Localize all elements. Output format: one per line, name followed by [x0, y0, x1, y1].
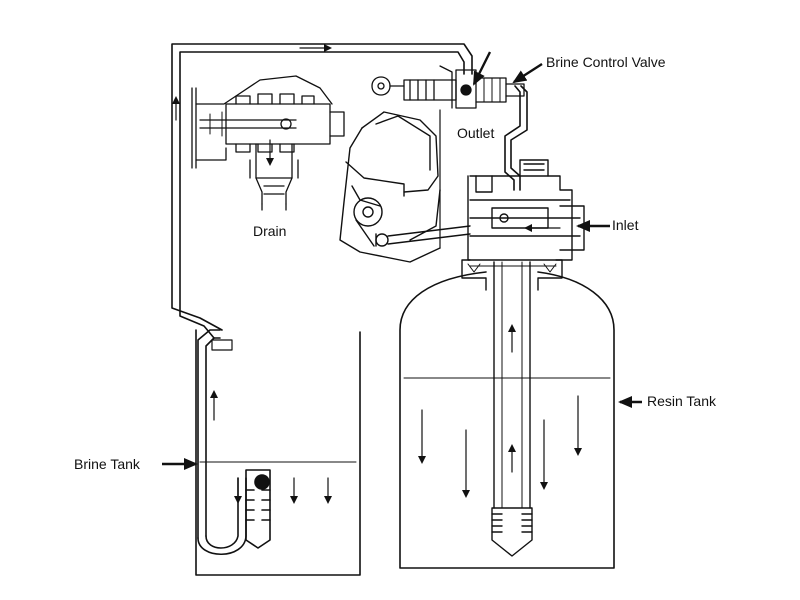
callout-arrows: [162, 51, 642, 470]
inlet-label: Inlet: [612, 217, 639, 233]
resin-tank: [399, 271, 615, 569]
brine-control-valve-label: Brine Control Valve: [546, 54, 666, 70]
drain-label: Drain: [253, 223, 287, 239]
brine-control-valve-pointer-arrow: [472, 51, 492, 86]
brine-control-valve-pointer-arrow-2: [512, 62, 543, 84]
brine-tank-label: Brine Tank: [74, 456, 140, 472]
brine-line-tube: [171, 43, 528, 556]
brine-control-valve-assembly: [371, 65, 525, 109]
timer-controller: [339, 109, 471, 263]
outlet-label: Outlet: [457, 125, 495, 141]
main-control-valve-body: [461, 159, 585, 291]
brine-tank: [195, 329, 361, 576]
resin-tank-flow-arrows: [418, 324, 582, 498]
resin-tank-label: Resin Tank: [647, 393, 717, 409]
riser-tube: [491, 261, 533, 557]
brine-tank-flow-arrows: [210, 390, 332, 504]
drain-valve-assembly: [191, 75, 345, 211]
